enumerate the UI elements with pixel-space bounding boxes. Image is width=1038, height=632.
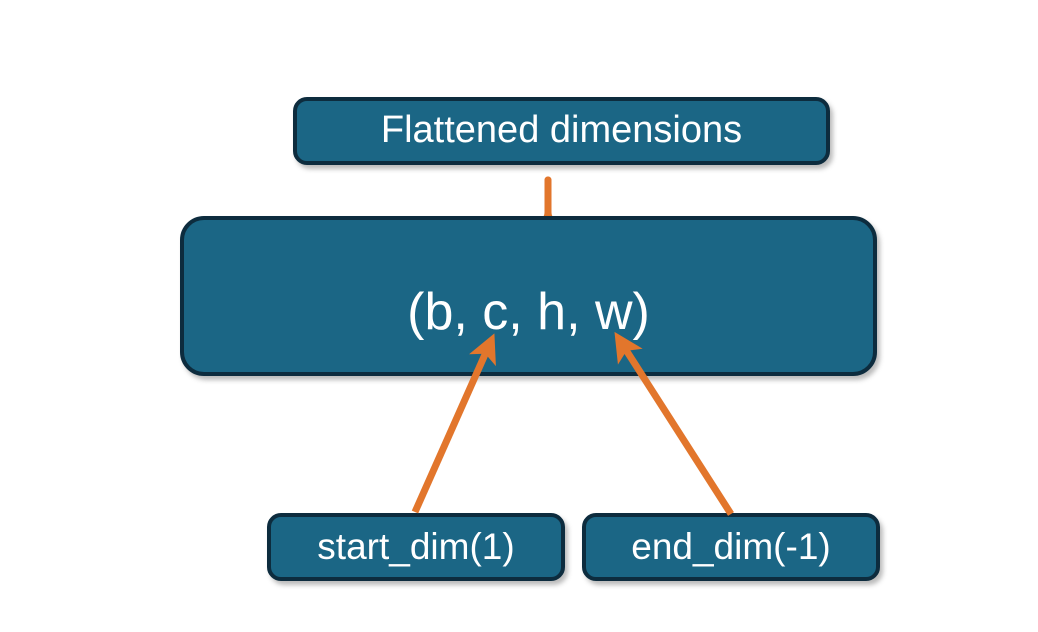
start-dim-label: start_dim(1) xyxy=(317,525,515,567)
end-dim-box[interactable]: end_dim(-1) xyxy=(582,513,880,581)
end-dim-label: end_dim(-1) xyxy=(631,525,831,567)
tensor-shape-label: (b, c, h, w) xyxy=(407,283,650,342)
flattened-dimensions-label: Flattened dimensions xyxy=(380,109,743,152)
tensor-shape-box[interactable]: (b, c, h, w) xyxy=(180,216,877,376)
flattened-dimensions-box[interactable]: Flattened dimensions xyxy=(293,97,830,165)
start-dim-box[interactable]: start_dim(1) xyxy=(267,513,565,581)
